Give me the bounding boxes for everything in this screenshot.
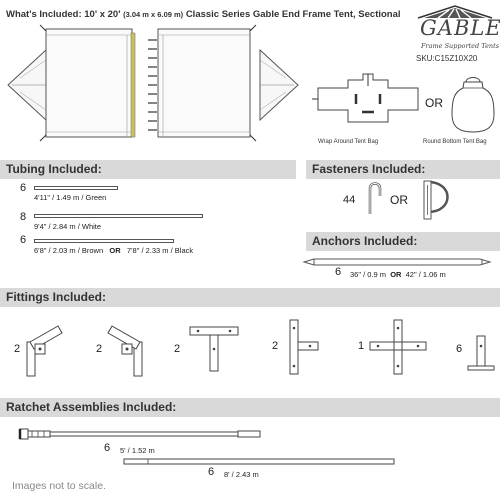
- foot-plate-icon: [467, 335, 495, 371]
- tubing-heading: Tubing Included:: [0, 160, 296, 179]
- page-title: What's Included: 10' x 20' (3.04 m x 6.0…: [6, 9, 401, 20]
- tube-label-2: 9'4" / 2.84 m / White: [34, 222, 102, 231]
- sku-label: SKU:C15Z10X20: [416, 54, 478, 63]
- fitting-qty-5: 1: [358, 340, 365, 352]
- ratchets-heading: Ratchet Assemblies Included:: [0, 398, 500, 417]
- title-suffix: Classic Series Gable End Frame Tent, Sec…: [185, 9, 401, 20]
- fittings-heading: Fittings Included:: [0, 288, 500, 307]
- ratchet-label-1: 5' / 1.52 m: [120, 446, 155, 455]
- velcro-strip: [130, 32, 136, 138]
- fasteners-heading: Fasteners Included:: [306, 160, 500, 179]
- tube-green: [34, 186, 118, 190]
- left-side-panel: [45, 28, 133, 138]
- tube-white: [34, 214, 203, 218]
- anchor-or: OR: [390, 270, 402, 279]
- fastener-qty: 44: [343, 194, 356, 206]
- logo-tagline: Frame Supported Tents: [421, 42, 500, 50]
- title-main: What's Included: 10' x 20': [6, 9, 121, 20]
- ratchet-qty-1: 6: [104, 442, 111, 454]
- j-hook-icon: [368, 182, 382, 214]
- lacing-loops: [148, 39, 157, 131]
- round-bottom-bag-icon: [451, 77, 495, 133]
- wrap-bag-label: Wrap Around Tent Bag: [318, 139, 379, 145]
- fitting-qty-1: 2: [14, 343, 21, 355]
- eave-fitting-left-icon: [26, 325, 63, 377]
- logo-wordmark: GABLE: [420, 16, 500, 40]
- anchor-label: 36" / 0.9 m OR 42" / 1.06 m: [350, 270, 446, 279]
- round-bag-label: Round Bottom Tent Bag: [423, 139, 487, 145]
- fitting-qty-3: 2: [174, 343, 181, 355]
- side-tee-fitting-icon: [289, 319, 319, 375]
- tube-qty-1: 6: [20, 182, 27, 194]
- ratchet-assembly-5ft-icon: [18, 428, 261, 440]
- tent-panels-illustration: [7, 24, 299, 142]
- tube-brown-black: [34, 239, 174, 243]
- tube-label-3b: 7'8" / 2.33 m / Black: [126, 246, 194, 255]
- ratchet-label-2: 8' / 2.43 m: [224, 470, 259, 479]
- anchors-heading: Anchors Included:: [306, 232, 500, 251]
- fitting-qty-2: 2: [96, 343, 103, 355]
- cross-fitting-icon: [369, 319, 427, 375]
- tube-or: OR: [109, 246, 121, 255]
- tent-logo-icon: [417, 5, 493, 19]
- wrap-around-bag-icon: [312, 73, 419, 123]
- right-side-panel: [157, 28, 251, 138]
- anchor-label-b: 42" / 1.06 m: [405, 270, 446, 279]
- anchor-qty: 6: [335, 266, 342, 278]
- tee-fitting-icon: [189, 326, 239, 372]
- bags-or: OR: [425, 96, 443, 110]
- fitting-qty-4: 2: [272, 340, 279, 352]
- tube-label-1: 4'11" / 1.49 m / Green: [34, 193, 107, 202]
- scale-note: Images not to scale.: [12, 480, 106, 492]
- tube-qty-2: 8: [20, 211, 27, 223]
- anchor-label-a: 36" / 0.9 m: [350, 270, 387, 279]
- title-metric: (3.04 m x 6.09 m): [123, 10, 184, 19]
- tube-qty-3: 6: [20, 234, 27, 246]
- eave-fitting-right-icon: [107, 325, 143, 377]
- ratchet-qty-2: 6: [208, 466, 215, 478]
- tube-label-3: 6'8" / 2.03 m / Brown OR 7'8" / 2.33 m /…: [34, 246, 193, 255]
- d-pin-icon: [423, 180, 449, 220]
- tube-label-3a: 6'8" / 2.03 m / Brown: [34, 246, 104, 255]
- anchor-stake-icon: [302, 258, 492, 266]
- ratchet-tube-8ft-icon: [123, 458, 395, 465]
- fasteners-or: OR: [390, 193, 408, 207]
- fitting-qty-6: 6: [456, 343, 463, 355]
